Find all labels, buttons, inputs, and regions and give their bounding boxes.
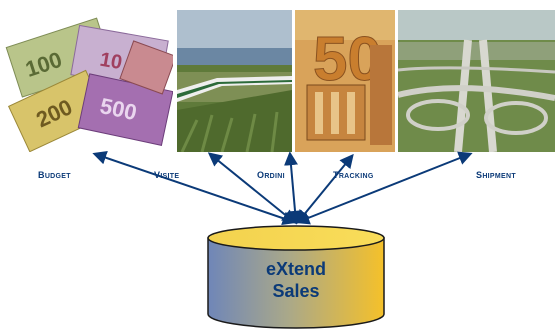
- database-label-line2: Sales: [272, 281, 320, 301]
- arrow-ordini: [284, 151, 302, 225]
- svg-text:10: 10: [98, 49, 124, 75]
- fifty-euro-note-image: 50: [295, 10, 395, 152]
- euro-banknotes-image: 100 10 200 500: [5, 10, 173, 152]
- label-visite: Visite: [154, 166, 180, 181]
- arrow-visite: [207, 152, 297, 224]
- database-label-line1: eXtend: [265, 259, 326, 279]
- label-tracking: Tracking: [333, 166, 374, 181]
- database-label: eXtend Sales: [206, 258, 386, 302]
- label-ordini: Ordini: [257, 166, 285, 181]
- highway-interchange-image: [398, 10, 555, 152]
- arrow-shipment: [295, 151, 473, 225]
- high-speed-train-image: [177, 10, 292, 152]
- label-budget: Budget: [38, 166, 71, 181]
- arrow-budget: [92, 150, 297, 226]
- label-shipment: Shipment: [476, 166, 516, 181]
- database-cylinder: [207, 225, 385, 329]
